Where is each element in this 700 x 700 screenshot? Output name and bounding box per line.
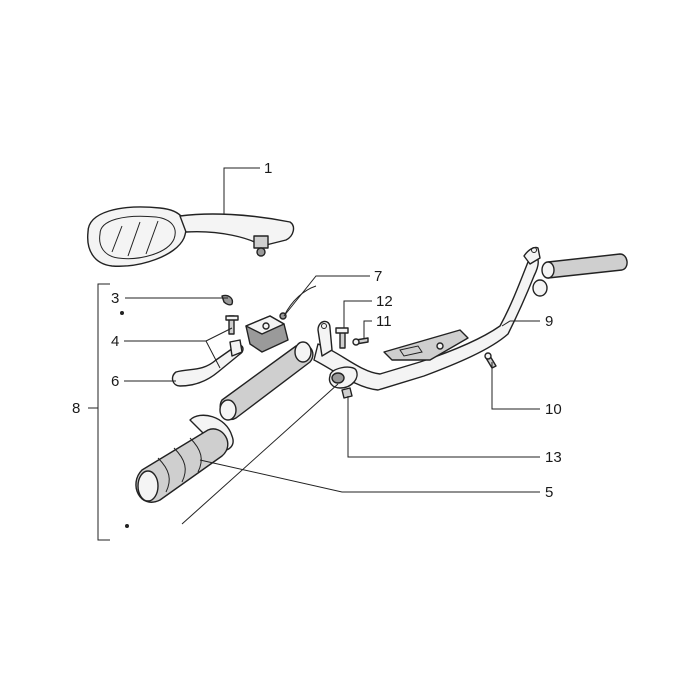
callout-10: 10: [545, 401, 562, 418]
callout-11: 11: [376, 313, 392, 330]
callout-6: 6: [111, 373, 119, 390]
leader-lines: [88, 167, 540, 541]
lever-part: [120, 294, 244, 387]
callout-12: 12: [376, 293, 393, 310]
mirror-part: [87, 206, 295, 267]
callout-8: 8: [72, 400, 80, 417]
callout-1: 1: [264, 160, 272, 177]
callout-7: 7: [374, 268, 382, 285]
callout-9: 9: [545, 313, 553, 330]
callout-13: 13: [545, 449, 562, 466]
callout-3: 3: [111, 290, 119, 307]
callout-4: 4: [111, 333, 119, 350]
clamp-part: [328, 366, 358, 399]
callout-5: 5: [545, 484, 553, 501]
handlebar-tube-part: [313, 246, 628, 391]
throttle-body-part: [245, 285, 317, 353]
grip-part: [135, 341, 314, 503]
